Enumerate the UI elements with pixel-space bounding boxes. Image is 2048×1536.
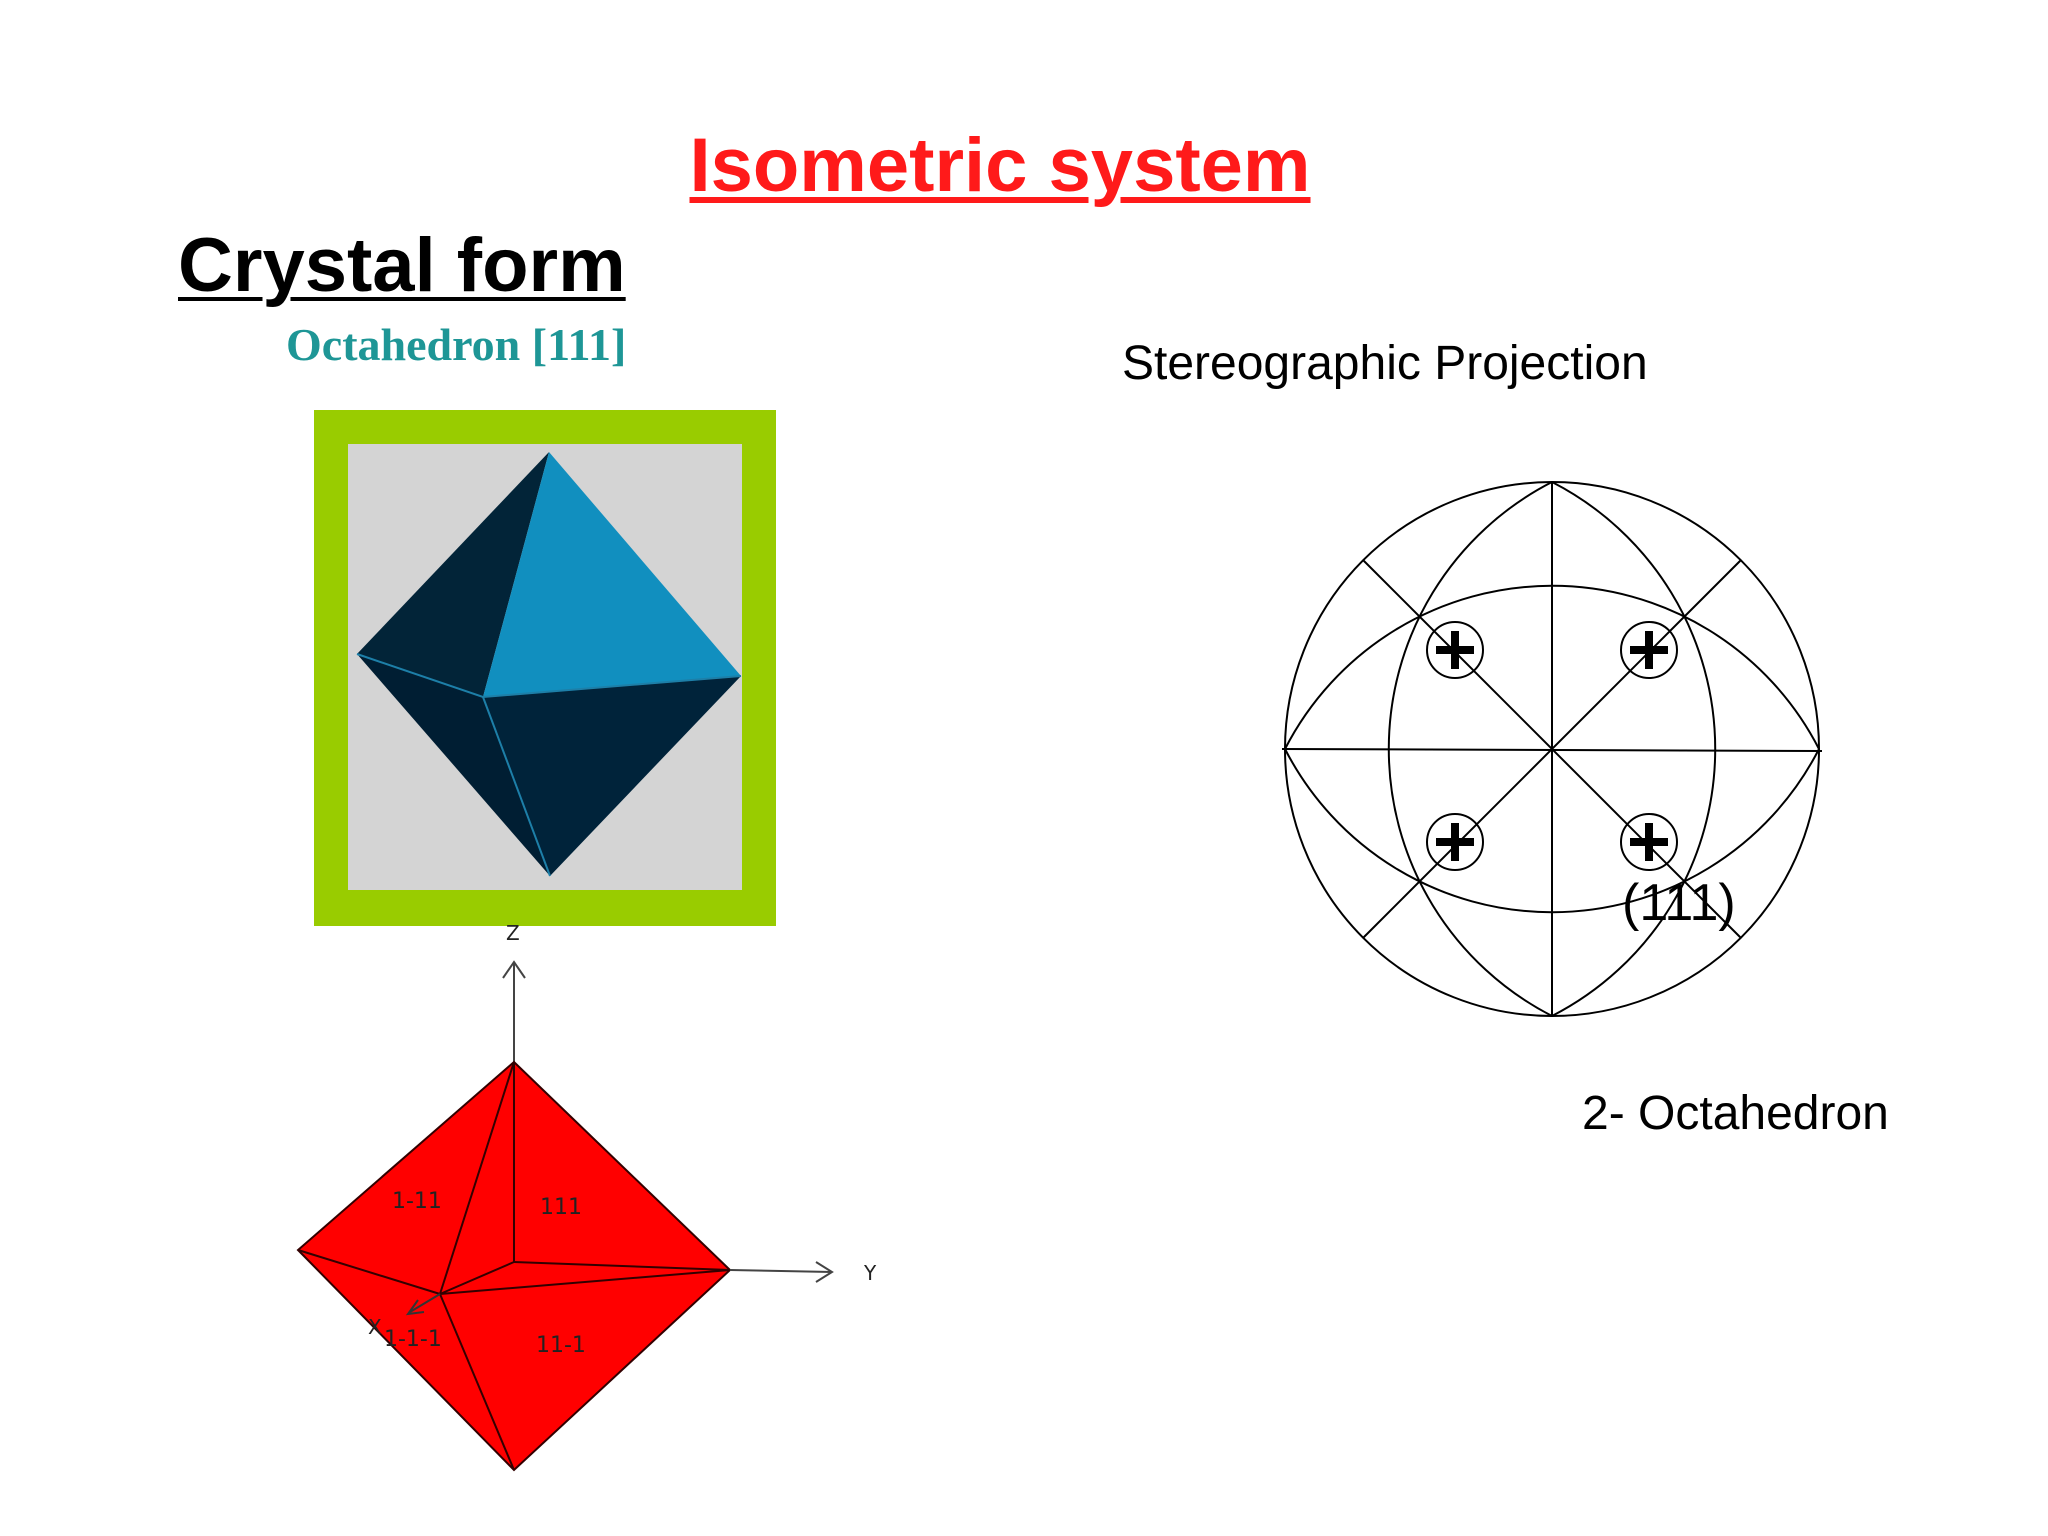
x-axis bbox=[409, 1293, 441, 1313]
form-number: 2- Octahedron bbox=[1582, 1087, 1889, 1140]
pole-plus-markers bbox=[1436, 631, 1668, 861]
y-axis-arrow-icon bbox=[815, 1261, 834, 1283]
face-label-1-1-1: 1-1-1 bbox=[384, 1327, 442, 1352]
octa-face-left-top bbox=[357, 452, 549, 697]
y-axis bbox=[729, 1269, 833, 1273]
diagonal-ne-sw bbox=[1362, 559, 1742, 939]
red-face-top-right bbox=[440, 1062, 730, 1294]
great-circle-bottom bbox=[1284, 748, 1820, 914]
y-axis-label: Y bbox=[863, 1261, 877, 1285]
face-label-11-1: 11-1 bbox=[536, 1333, 586, 1358]
pole-circle-ul bbox=[1426, 621, 1484, 679]
z-axis-label: Z bbox=[506, 921, 520, 945]
slide-title: Isometric system bbox=[689, 123, 1311, 208]
face-label-1-11: 1-11 bbox=[392, 1189, 442, 1214]
projection-title: Stereographic Projection bbox=[1122, 337, 1648, 390]
great-circle-right bbox=[1551, 481, 1717, 1017]
great-circle-left bbox=[1387, 481, 1553, 1017]
pole-label-111: (111) bbox=[1622, 874, 1736, 932]
section-heading: Crystal form bbox=[178, 223, 626, 308]
x-axis-arrow-icon bbox=[405, 1299, 425, 1316]
octa-edge-vertical bbox=[482, 696, 551, 877]
octa-face-left-bottom bbox=[357, 654, 550, 876]
z-axis-arrow-icon bbox=[502, 960, 526, 979]
red-octa-edges bbox=[296, 1060, 732, 1472]
octa-face-right-top bbox=[483, 452, 741, 697]
pole-circle-ur bbox=[1620, 621, 1678, 679]
pole-circle-ll bbox=[1426, 813, 1484, 871]
great-circle-top bbox=[1284, 584, 1820, 750]
red-face-bottom-right bbox=[440, 1270, 730, 1470]
face-label-111: 111 bbox=[540, 1195, 582, 1220]
red-face-top-left bbox=[298, 1062, 514, 1294]
octa-face-right-bottom bbox=[483, 676, 741, 876]
pole-circle-lr bbox=[1620, 813, 1678, 871]
x-axis-label: X bbox=[368, 1315, 382, 1339]
form-name: Octahedron [111] bbox=[286, 319, 627, 370]
